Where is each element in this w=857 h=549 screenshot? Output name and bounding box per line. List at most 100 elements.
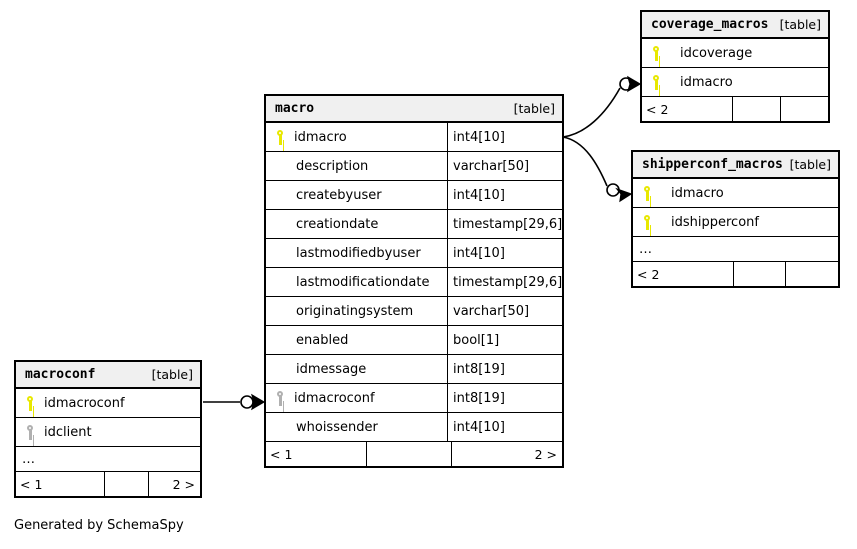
table-macroconf[interactable]: macroconf [table] idmacroconf idclient …… [14, 360, 202, 498]
table-row[interactable]: originatingsystem varchar[50] [266, 297, 562, 326]
table-shipperconf-macros-header: shipperconf_macros [table] [633, 152, 838, 179]
column-type: timestamp[29,6] [447, 268, 562, 296]
column-name: idmacroconf [294, 390, 375, 406]
primary-key-icon [22, 389, 42, 417]
footer-parent-count: < 2 [646, 101, 669, 117]
table-row[interactable]: enabled bool[1] [266, 326, 562, 355]
table-row[interactable]: idclient [16, 418, 200, 447]
table-shipperconf-macros-title: shipperconf_macros [642, 157, 783, 172]
column-name-cell: idmacro [642, 68, 828, 96]
table-coverage-macros-header: coverage_macros [table] [642, 12, 828, 39]
footer-middle [732, 97, 780, 121]
column-name: lastmodificationdate [296, 274, 430, 290]
table-shipperconf-macros-footer: < 2 [633, 262, 838, 286]
crowsfoot-macro [251, 393, 266, 411]
column-name-cell: createbyuser [266, 181, 447, 209]
column-name-cell: creationdate [266, 210, 447, 238]
column-name-cell: enabled [266, 326, 447, 354]
table-shipperconf-macros[interactable]: shipperconf_macros [table] idmacro idshi… [631, 150, 840, 288]
edge-macro-to-coverage-macros [562, 87, 621, 138]
column-name-cell: idcoverage [642, 39, 828, 67]
column-name: createbyuser [296, 187, 382, 203]
table-macro-header: macro [table] [266, 96, 562, 123]
column-name-cell: originatingsystem [266, 297, 447, 325]
table-row[interactable]: idcoverage [642, 39, 828, 68]
primary-key-icon [639, 179, 659, 207]
table-row[interactable]: idshipperconf [633, 208, 838, 237]
edge-endpoint-circle [240, 395, 254, 409]
column-name-cell: lastmodifiedbyuser [266, 239, 447, 267]
table-macroconf-title: macroconf [25, 367, 96, 382]
footer-child-count: 2 > [451, 442, 562, 466]
column-name: idmacroconf [44, 395, 125, 411]
table-coverage-macros[interactable]: coverage_macros [table] idcoverage idmac… [640, 10, 830, 123]
column-name: idmacro [294, 129, 347, 145]
column-name: originatingsystem [296, 303, 414, 319]
column-name: creationdate [296, 216, 379, 232]
column-name: idmacro [680, 74, 733, 90]
table-macro[interactable]: macro [table] idmacro int4[10] descripti… [264, 94, 564, 468]
column-name-cell: description [266, 152, 447, 180]
footer-child-count [785, 262, 838, 286]
column-name: idmacro [671, 185, 724, 201]
foreign-key-icon [22, 418, 42, 446]
table-row[interactable]: lastmodifiedbyuser int4[10] [266, 239, 562, 268]
edge-endpoint-circle [619, 77, 633, 91]
column-type: int4[10] [447, 413, 562, 441]
column-name: idcoverage [680, 45, 753, 61]
table-row[interactable]: idmacro int4[10] [266, 123, 562, 152]
crowsfoot-coverage-macros [627, 75, 642, 93]
column-type: int8[19] [447, 384, 562, 412]
column-name-cell: whoissender [266, 413, 447, 441]
column-name: idshipperconf [671, 214, 759, 230]
column-name-cell: idmacro [633, 179, 838, 207]
column-name-cell: idmacro [266, 123, 447, 151]
column-name: whoissender [296, 419, 378, 435]
edge-endpoint-circle [606, 183, 620, 197]
generated-by-caption: Generated by SchemaSpy [14, 518, 184, 533]
column-type: timestamp[29,6] [447, 210, 562, 238]
table-coverage-macros-footer: < 2 [642, 97, 828, 121]
primary-key-icon [648, 39, 668, 67]
column-type: int4[10] [447, 239, 562, 267]
table-row[interactable]: idmacroconf [16, 389, 200, 418]
column-name-cell: idshipperconf [633, 208, 838, 236]
table-shipperconf-macros-tag: [table] [789, 157, 831, 172]
footer-child-count [780, 97, 828, 121]
column-name-cell: idmessage [266, 355, 447, 383]
table-row[interactable]: idmacro [642, 68, 828, 97]
table-row[interactable]: lastmodificationdate timestamp[29,6] [266, 268, 562, 297]
column-type: varchar[50] [447, 297, 562, 325]
table-macro-tag: [table] [513, 101, 555, 116]
table-row[interactable]: idmacroconf int8[19] [266, 384, 562, 413]
table-row[interactable]: creationdate timestamp[29,6] [266, 210, 562, 239]
table-row[interactable]: whoissender int4[10] [266, 413, 562, 442]
table-row[interactable]: idmacro [633, 179, 838, 208]
footer-middle [366, 442, 451, 466]
footer-parent-count: < 1 [270, 446, 293, 462]
more-columns-ellipsis: … [16, 447, 200, 472]
table-row[interactable]: description varchar[50] [266, 152, 562, 181]
table-macroconf-footer: < 1 2 > [16, 472, 200, 496]
table-coverage-macros-tag: [table] [779, 17, 821, 32]
column-name-cell: idmacroconf [266, 384, 447, 412]
table-coverage-macros-title: coverage_macros [651, 17, 769, 32]
primary-key-icon [648, 68, 668, 96]
table-row[interactable]: createbyuser int4[10] [266, 181, 562, 210]
column-type: int4[10] [447, 181, 562, 209]
table-macroconf-tag: [table] [151, 367, 193, 382]
edge-macro-to-shipperconf-macros [562, 136, 608, 187]
column-type: bool[1] [447, 326, 562, 354]
footer-parent-count: < 1 [20, 476, 43, 492]
table-row[interactable]: idmessage int8[19] [266, 355, 562, 384]
footer-middle [104, 472, 148, 496]
table-macro-title: macro [275, 101, 315, 116]
footer-child-count: 2 > [148, 472, 200, 496]
footer-parent-count: < 2 [637, 266, 660, 282]
column-type: int8[19] [447, 355, 562, 383]
footer-middle [733, 262, 785, 286]
column-name: idclient [44, 424, 92, 440]
table-macro-footer: < 1 2 > [266, 442, 562, 466]
column-name: lastmodifiedbyuser [296, 245, 421, 261]
